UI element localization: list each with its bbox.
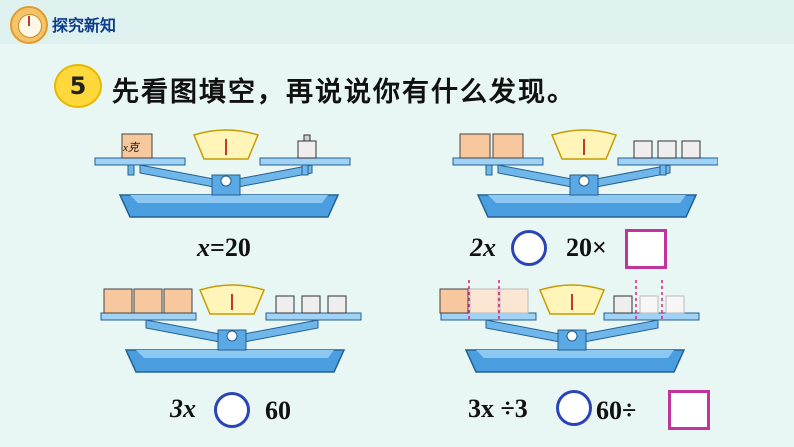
equation-1-var: x	[197, 233, 210, 262]
block-x	[121, 133, 153, 159]
answer-circle-4[interactable]	[556, 390, 592, 426]
answer-circle-2[interactable]	[511, 230, 547, 266]
scale-4	[439, 280, 700, 373]
top-bar: 探究新知	[0, 0, 794, 44]
section-title: 探究新知	[52, 16, 117, 35]
question-text: 先看图填空，再说说你有什么发现。	[112, 77, 576, 108]
equation-4-left: 3x ÷3	[468, 394, 528, 423]
clock-icon	[10, 6, 48, 44]
equation-2-right: 20×	[566, 233, 607, 262]
scale-3	[100, 284, 362, 373]
answer-square-2[interactable]	[625, 229, 667, 269]
block-label: x克	[123, 142, 139, 154]
equation-3-right: 60	[265, 396, 291, 425]
equation-2-left: 2x	[470, 233, 496, 262]
scale-1	[94, 129, 351, 218]
equation-1: x=20	[197, 233, 251, 263]
answer-circle-3[interactable]	[214, 392, 250, 428]
scale-2	[452, 129, 718, 218]
equation-4-right: 60÷	[596, 396, 637, 425]
question-number: 5	[54, 64, 102, 108]
equation-1-rest: =20	[210, 233, 251, 262]
weight-20g	[297, 134, 317, 159]
equation-3-left: 3x	[170, 394, 196, 423]
answer-square-4[interactable]	[668, 390, 710, 430]
